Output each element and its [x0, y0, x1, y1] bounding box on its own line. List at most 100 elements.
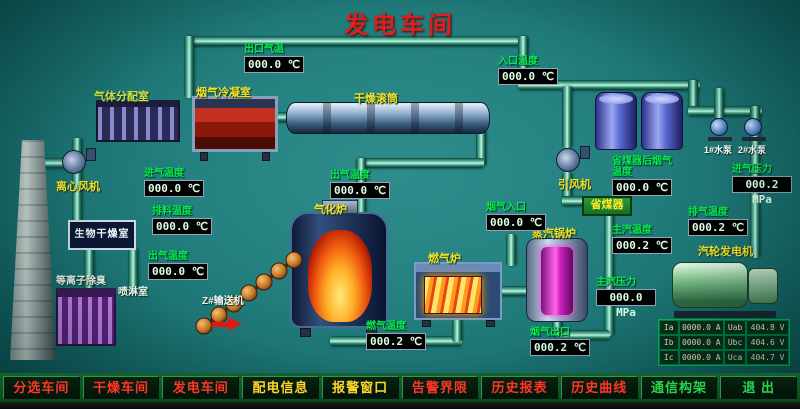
fan-scroll	[556, 148, 580, 172]
gauge-label: 出气温度	[148, 251, 188, 262]
label-plasma-deodorizer: 等离子除臭	[56, 276, 106, 287]
pipe-economizer-link	[562, 196, 588, 206]
gauge-flue-gas-outlet: 烟气出口 000.2 ℃	[530, 327, 594, 356]
pipe-boiler-bottom-link	[556, 330, 610, 340]
gauge-label: 燃气温度	[366, 321, 406, 332]
pipe-drum-down	[476, 130, 486, 166]
gauge-value: 000.2 ℃	[688, 219, 748, 236]
gauge-label: 出气温度	[330, 170, 370, 181]
pipe-to-tanks	[518, 80, 700, 90]
gauge-value: 000.0 MPa	[596, 289, 656, 319]
storage-tank-2	[641, 92, 683, 150]
pipe-left-main	[72, 138, 82, 224]
gauge-value: 000.2 ℃	[366, 333, 426, 350]
storage-tank-1	[595, 92, 637, 150]
label-flue-condenser: 烟气冷凝室	[196, 87, 251, 99]
nav-button-2[interactable]: 干燥车间	[82, 376, 160, 399]
water-pump-2	[742, 118, 768, 141]
pipe-right-drop	[518, 36, 528, 86]
pipe-economizer-down	[604, 214, 614, 336]
steam-boiler-vessel	[526, 238, 588, 322]
gauge-value: 000.2 ℃	[530, 339, 590, 356]
boiler-core	[541, 247, 573, 315]
generator-panel-cell: Ubc	[724, 335, 747, 350]
gauge-outgas-temp-left: 出气温度 000.0 ℃	[148, 251, 212, 280]
gauge-label: 排气温度	[688, 207, 728, 218]
nav-button-10[interactable]: 退 出	[720, 376, 798, 399]
gauge-intake-pressure: 进气压力 000.2 MPa	[732, 164, 796, 206]
gas-furnace-equipment	[414, 262, 502, 320]
label-drying-drum: 干燥滚筒	[354, 93, 398, 105]
gauge-economizer-outlet-temp: 省煤器后烟气温度 000.0 ℃	[612, 156, 676, 196]
gauge-value: 000.2 MPa	[732, 176, 792, 206]
gauge-value: 000.0 ℃	[152, 218, 212, 235]
label-spray-room: 喷淋室	[118, 287, 148, 298]
label-gas-distribution-room: 气体分配室	[94, 91, 149, 103]
gauge-outgas-temp-center: 出气温度 000.0 ℃	[330, 170, 394, 199]
pump-base	[708, 137, 732, 141]
gauge-exhaust-temp: 排气温度 000.2 ℃	[688, 207, 752, 236]
gauge-value: 000.0 ℃	[244, 56, 304, 73]
label-induced-fan: 引风机	[558, 179, 591, 191]
gauge-label: 主汽温度	[612, 225, 652, 236]
nav-button-3[interactable]: 发电车间	[162, 376, 240, 399]
nav-button-5[interactable]: 报警窗口	[321, 376, 399, 399]
pipe-condenser-riser	[184, 36, 194, 98]
conveyor-chain	[195, 251, 303, 335]
gauge-discharge-temp: 排料温度 000.0 ℃	[152, 206, 216, 235]
pipe-chimney-link	[32, 158, 76, 168]
pipe-pump-stub	[714, 88, 724, 118]
pipe-condenser-drum-link	[272, 112, 290, 122]
turbine-body	[672, 262, 748, 308]
label-steam-boiler: 蒸汽锅炉	[532, 228, 576, 240]
generator-panel-cell: 0000.0 A	[678, 320, 724, 335]
gauge-value: 000.0 ℃	[144, 180, 204, 197]
pipe-furnace-boiler	[498, 286, 530, 296]
gauge-outlet-gas-temp: 出口气温 000.0 ℃	[244, 44, 308, 73]
gauge-label: 进气压力	[732, 164, 772, 175]
page-title: 发电车间	[344, 12, 456, 39]
gauge-label: 排料温度	[152, 206, 192, 217]
condenser-leg	[262, 152, 270, 161]
nav-button-7[interactable]: 历史报表	[481, 376, 558, 399]
bottom-nav-bar: 分选车间干燥车间发电车间配电信息报警窗口告警界限历史报表历史曲线通信构架退 出	[0, 373, 800, 402]
gauge-label: 入口温度	[498, 56, 538, 67]
plasma-deodorizer-equipment	[56, 288, 116, 346]
generator-panel-cell: Ib	[659, 335, 679, 350]
induced-draft-fan-equipment	[556, 146, 590, 174]
label-pump-2: 2#水泵	[738, 145, 767, 155]
gauge-value: 000.0 ℃	[330, 182, 390, 199]
gauge-main-steam-temp: 主汽温度 000.2 ℃	[612, 225, 676, 254]
label-conveyor: Z#输送机	[202, 296, 244, 307]
nav-button-1[interactable]: 分选车间	[3, 376, 80, 399]
gauge-flue-gas-inlet: 烟气入口 000.0 ℃	[486, 202, 550, 231]
pipe-flue-inlet	[506, 234, 516, 266]
furnace-leg	[486, 320, 495, 327]
nav-button-8[interactable]: 历史曲线	[560, 376, 638, 399]
gauge-label: 进气温度	[144, 168, 184, 179]
generator-body	[748, 268, 778, 304]
nav-button-4[interactable]: 配电信息	[242, 376, 319, 399]
nav-button-9[interactable]: 通信构架	[640, 376, 718, 399]
label-centrifugal-fan: 离心风机	[56, 181, 100, 193]
gauge-value: 000.0 ℃	[498, 68, 558, 85]
turbine-base	[674, 311, 776, 318]
gauge-label: 烟气出口	[530, 327, 570, 338]
generator-panel-cell: 404.6 V	[746, 335, 789, 350]
furnace-flame-window	[424, 276, 482, 314]
nav-button-6[interactable]: 告警界限	[401, 376, 479, 399]
pump-body	[710, 118, 728, 136]
gasifier-flange	[322, 200, 358, 214]
pipe-to-pumps	[688, 106, 762, 116]
generator-panel-cell: Ia	[659, 320, 679, 335]
pipe-bioroom-down	[84, 248, 94, 290]
generator-panel-cell: Ic	[659, 350, 679, 365]
pipe-gasifier-top	[356, 158, 484, 168]
gasifier-leg	[300, 328, 311, 337]
generator-panel-cell: 404.8 V	[746, 320, 789, 335]
pipe-boiler-down	[552, 318, 562, 336]
gauge-value: 000.2 ℃	[612, 237, 672, 254]
label-gasifier: 气化炉	[314, 204, 347, 216]
gauge-label: 出口气温	[244, 44, 284, 55]
